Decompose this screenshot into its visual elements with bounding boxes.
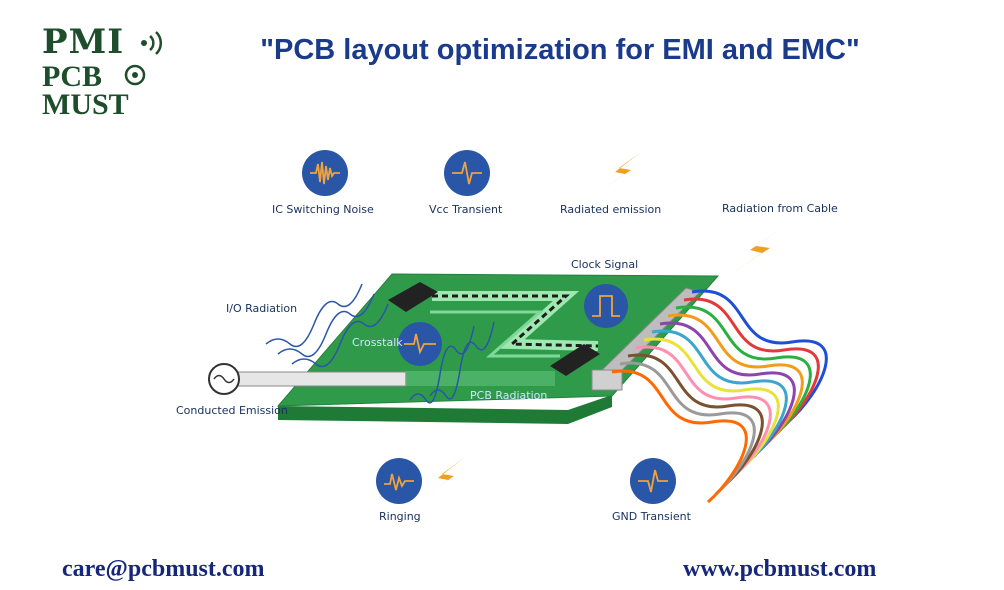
pcb-radiation-label: PCB Radiation [470, 389, 548, 402]
logo-pcb-text: PCB [42, 60, 102, 93]
logo-must-text: MUST [42, 88, 129, 121]
ringing-bolt-icon [422, 458, 464, 498]
crosstalk-icon [398, 322, 442, 366]
ic-chip-right [550, 344, 600, 376]
trace-strip [405, 371, 555, 386]
website-url: www.pcbmust.com [683, 556, 877, 582]
vcc-transient-icon [444, 150, 490, 196]
io-radiation-label: I/O Radiation [226, 302, 298, 315]
pcb-radiation-wave [409, 325, 475, 404]
gnd-transient-label: GND Transient [612, 510, 691, 523]
vcc-transient-label: Vcc Transient [429, 203, 503, 216]
radiated-emission-label: Radiated emission [560, 203, 662, 216]
cable-wire [651, 329, 788, 464]
radiation-from-cable-label: Radiation from Cable [722, 202, 838, 215]
crosstalk-label: Crosstalk [352, 336, 403, 349]
clock-trace [432, 294, 599, 348]
cable-wire [675, 305, 812, 440]
page-title: "PCB layout optimization for EMI and EMC… [260, 34, 860, 66]
clock-signal-label: Clock Signal [571, 258, 639, 271]
cable-radiation-bolt-icon [730, 228, 782, 274]
cable-wire [627, 353, 764, 488]
ringing-label: Ringing [379, 510, 421, 523]
circuit-brain-icon [124, 64, 146, 86]
gnd-transient-icon [630, 458, 676, 504]
ic-switching-noise-icon [302, 150, 348, 196]
clock-signal-icon [584, 284, 628, 328]
conducted-wire [235, 371, 407, 387]
cable-wire [619, 361, 756, 496]
ic-switching-noise-label: IC Switching Noise [272, 203, 374, 216]
ringing-icon [376, 458, 422, 504]
ic-chip-left [388, 282, 438, 312]
pcbmust-logo: PMI PCB MUST [40, 22, 170, 122]
cable-wire [659, 321, 796, 456]
conducted-emission-label: Conducted Emission [176, 404, 288, 417]
signal-icon [141, 31, 163, 55]
radiated-emission-bolt-icon [599, 152, 641, 192]
contact-email: care@pcbmust.com [62, 556, 265, 582]
cable-wire [683, 297, 820, 432]
io-radiation-wave [277, 293, 375, 358]
cable-wire [611, 369, 748, 504]
pcb-board-edge [278, 395, 612, 424]
cable-wire [643, 337, 780, 472]
cable-wire [691, 289, 828, 424]
ribbon-cable [611, 289, 828, 504]
cable-wire [635, 345, 772, 480]
logo-pmi-text: PMI [42, 22, 125, 62]
cable-wire [667, 313, 804, 448]
